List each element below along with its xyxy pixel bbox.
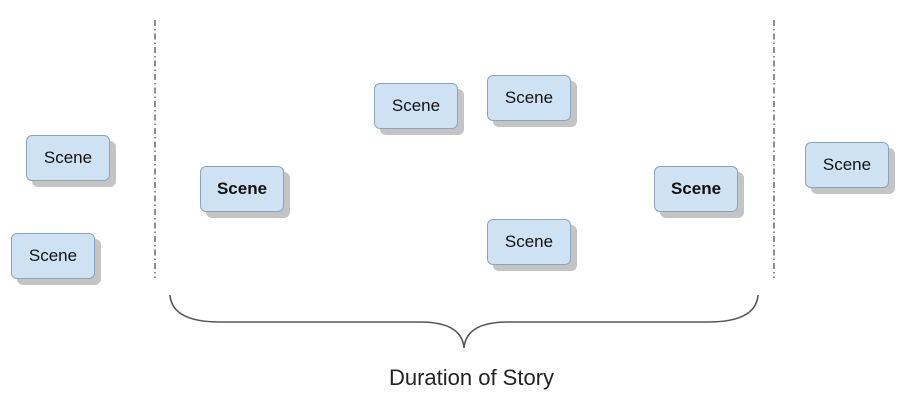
duration-caption: Duration of Story: [388, 365, 555, 390]
scene-box[interactable]: Scene: [374, 83, 458, 129]
scene-box[interactable]: Scene: [805, 142, 889, 188]
scene-box-bold[interactable]: Scene: [654, 166, 738, 212]
scene-box[interactable]: Scene: [487, 219, 571, 265]
scene-box-bold[interactable]: Scene: [200, 166, 284, 212]
scene-box[interactable]: Scene: [26, 135, 110, 181]
scene-box[interactable]: Scene: [11, 233, 95, 279]
story-duration-brace: [169, 294, 759, 349]
scene-box[interactable]: Scene: [487, 75, 571, 121]
